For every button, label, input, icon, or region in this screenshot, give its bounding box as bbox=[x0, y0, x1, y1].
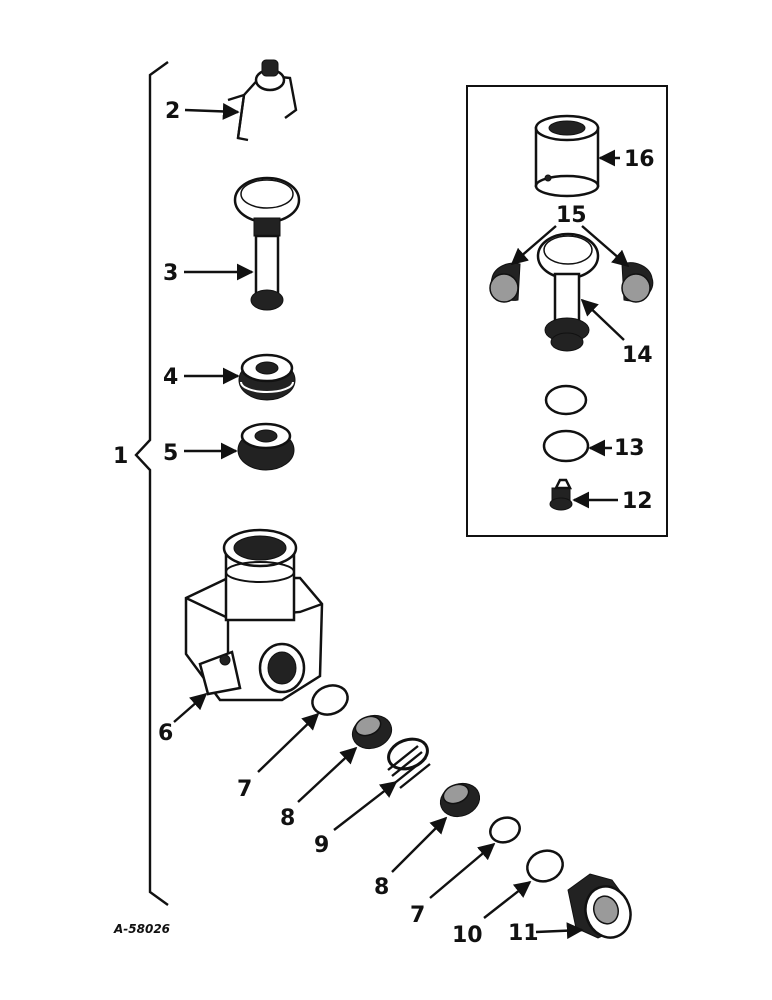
svg-text:14: 14 bbox=[622, 343, 653, 368]
part-16-cap bbox=[534, 114, 600, 198]
svg-text:16: 16 bbox=[624, 147, 655, 172]
callout-13: 13 bbox=[588, 436, 645, 461]
callout-5: 5 bbox=[163, 441, 238, 466]
callout-7-lower: 7 bbox=[410, 842, 496, 928]
callout-14: 14 bbox=[580, 298, 653, 368]
part-12-fitting bbox=[549, 478, 573, 511]
svg-text:5: 5 bbox=[163, 441, 178, 466]
part-10-gasket bbox=[526, 849, 564, 883]
callout-1: 1 bbox=[113, 444, 128, 469]
part-15-split-rings bbox=[489, 262, 654, 303]
callout-2: 2 bbox=[165, 99, 240, 124]
svg-text:12: 12 bbox=[622, 489, 653, 514]
svg-text:A-58026: A-58026 bbox=[113, 922, 170, 936]
part-13-seal-rings bbox=[542, 384, 590, 463]
callout-3: 3 bbox=[163, 261, 254, 286]
svg-text:15: 15 bbox=[556, 203, 587, 228]
svg-text:7: 7 bbox=[410, 903, 425, 928]
svg-text:9: 9 bbox=[314, 833, 329, 858]
svg-text:8: 8 bbox=[280, 806, 295, 831]
callout-10: 10 bbox=[452, 880, 532, 948]
part-5-packing bbox=[237, 422, 295, 471]
part-4-seal bbox=[238, 353, 296, 401]
part-2-spring-clip bbox=[227, 59, 298, 142]
callout-11: 11 bbox=[508, 921, 584, 946]
part-8-valve-seat-upper bbox=[351, 714, 393, 750]
part-14-plunger bbox=[536, 232, 600, 352]
svg-text:3: 3 bbox=[163, 261, 178, 286]
part-7-o-ring-lower bbox=[489, 816, 521, 844]
part-9-spring bbox=[387, 737, 431, 789]
callout-16: 16 bbox=[598, 147, 655, 172]
callout-12: 12 bbox=[572, 489, 653, 514]
svg-text:1: 1 bbox=[113, 444, 128, 469]
svg-text:10: 10 bbox=[452, 923, 483, 948]
callout-7-upper: 7 bbox=[237, 712, 320, 802]
svg-text:13: 13 bbox=[614, 436, 645, 461]
inset-box bbox=[466, 85, 668, 537]
callout-8-lower: 8 bbox=[374, 816, 448, 900]
callout-8-upper: 8 bbox=[280, 746, 358, 831]
callout-4: 4 bbox=[163, 365, 240, 390]
callout-15: 15 bbox=[510, 203, 630, 268]
svg-text:6: 6 bbox=[158, 721, 173, 746]
svg-text:2: 2 bbox=[165, 99, 180, 124]
part-7-o-ring-upper bbox=[311, 684, 349, 716]
callout-9: 9 bbox=[314, 780, 398, 858]
part-8-valve-seat-lower bbox=[439, 782, 481, 818]
svg-text:11: 11 bbox=[508, 921, 539, 946]
part-3-plunger bbox=[233, 176, 301, 311]
part-11-plug bbox=[567, 873, 632, 939]
assembly-bracket bbox=[134, 61, 169, 906]
reference-code: A-58026 bbox=[113, 922, 170, 936]
part-6-valve-body bbox=[184, 528, 324, 702]
svg-text:4: 4 bbox=[163, 365, 178, 390]
callout-6: 6 bbox=[158, 692, 208, 746]
svg-text:8: 8 bbox=[374, 875, 389, 900]
svg-text:7: 7 bbox=[237, 777, 252, 802]
